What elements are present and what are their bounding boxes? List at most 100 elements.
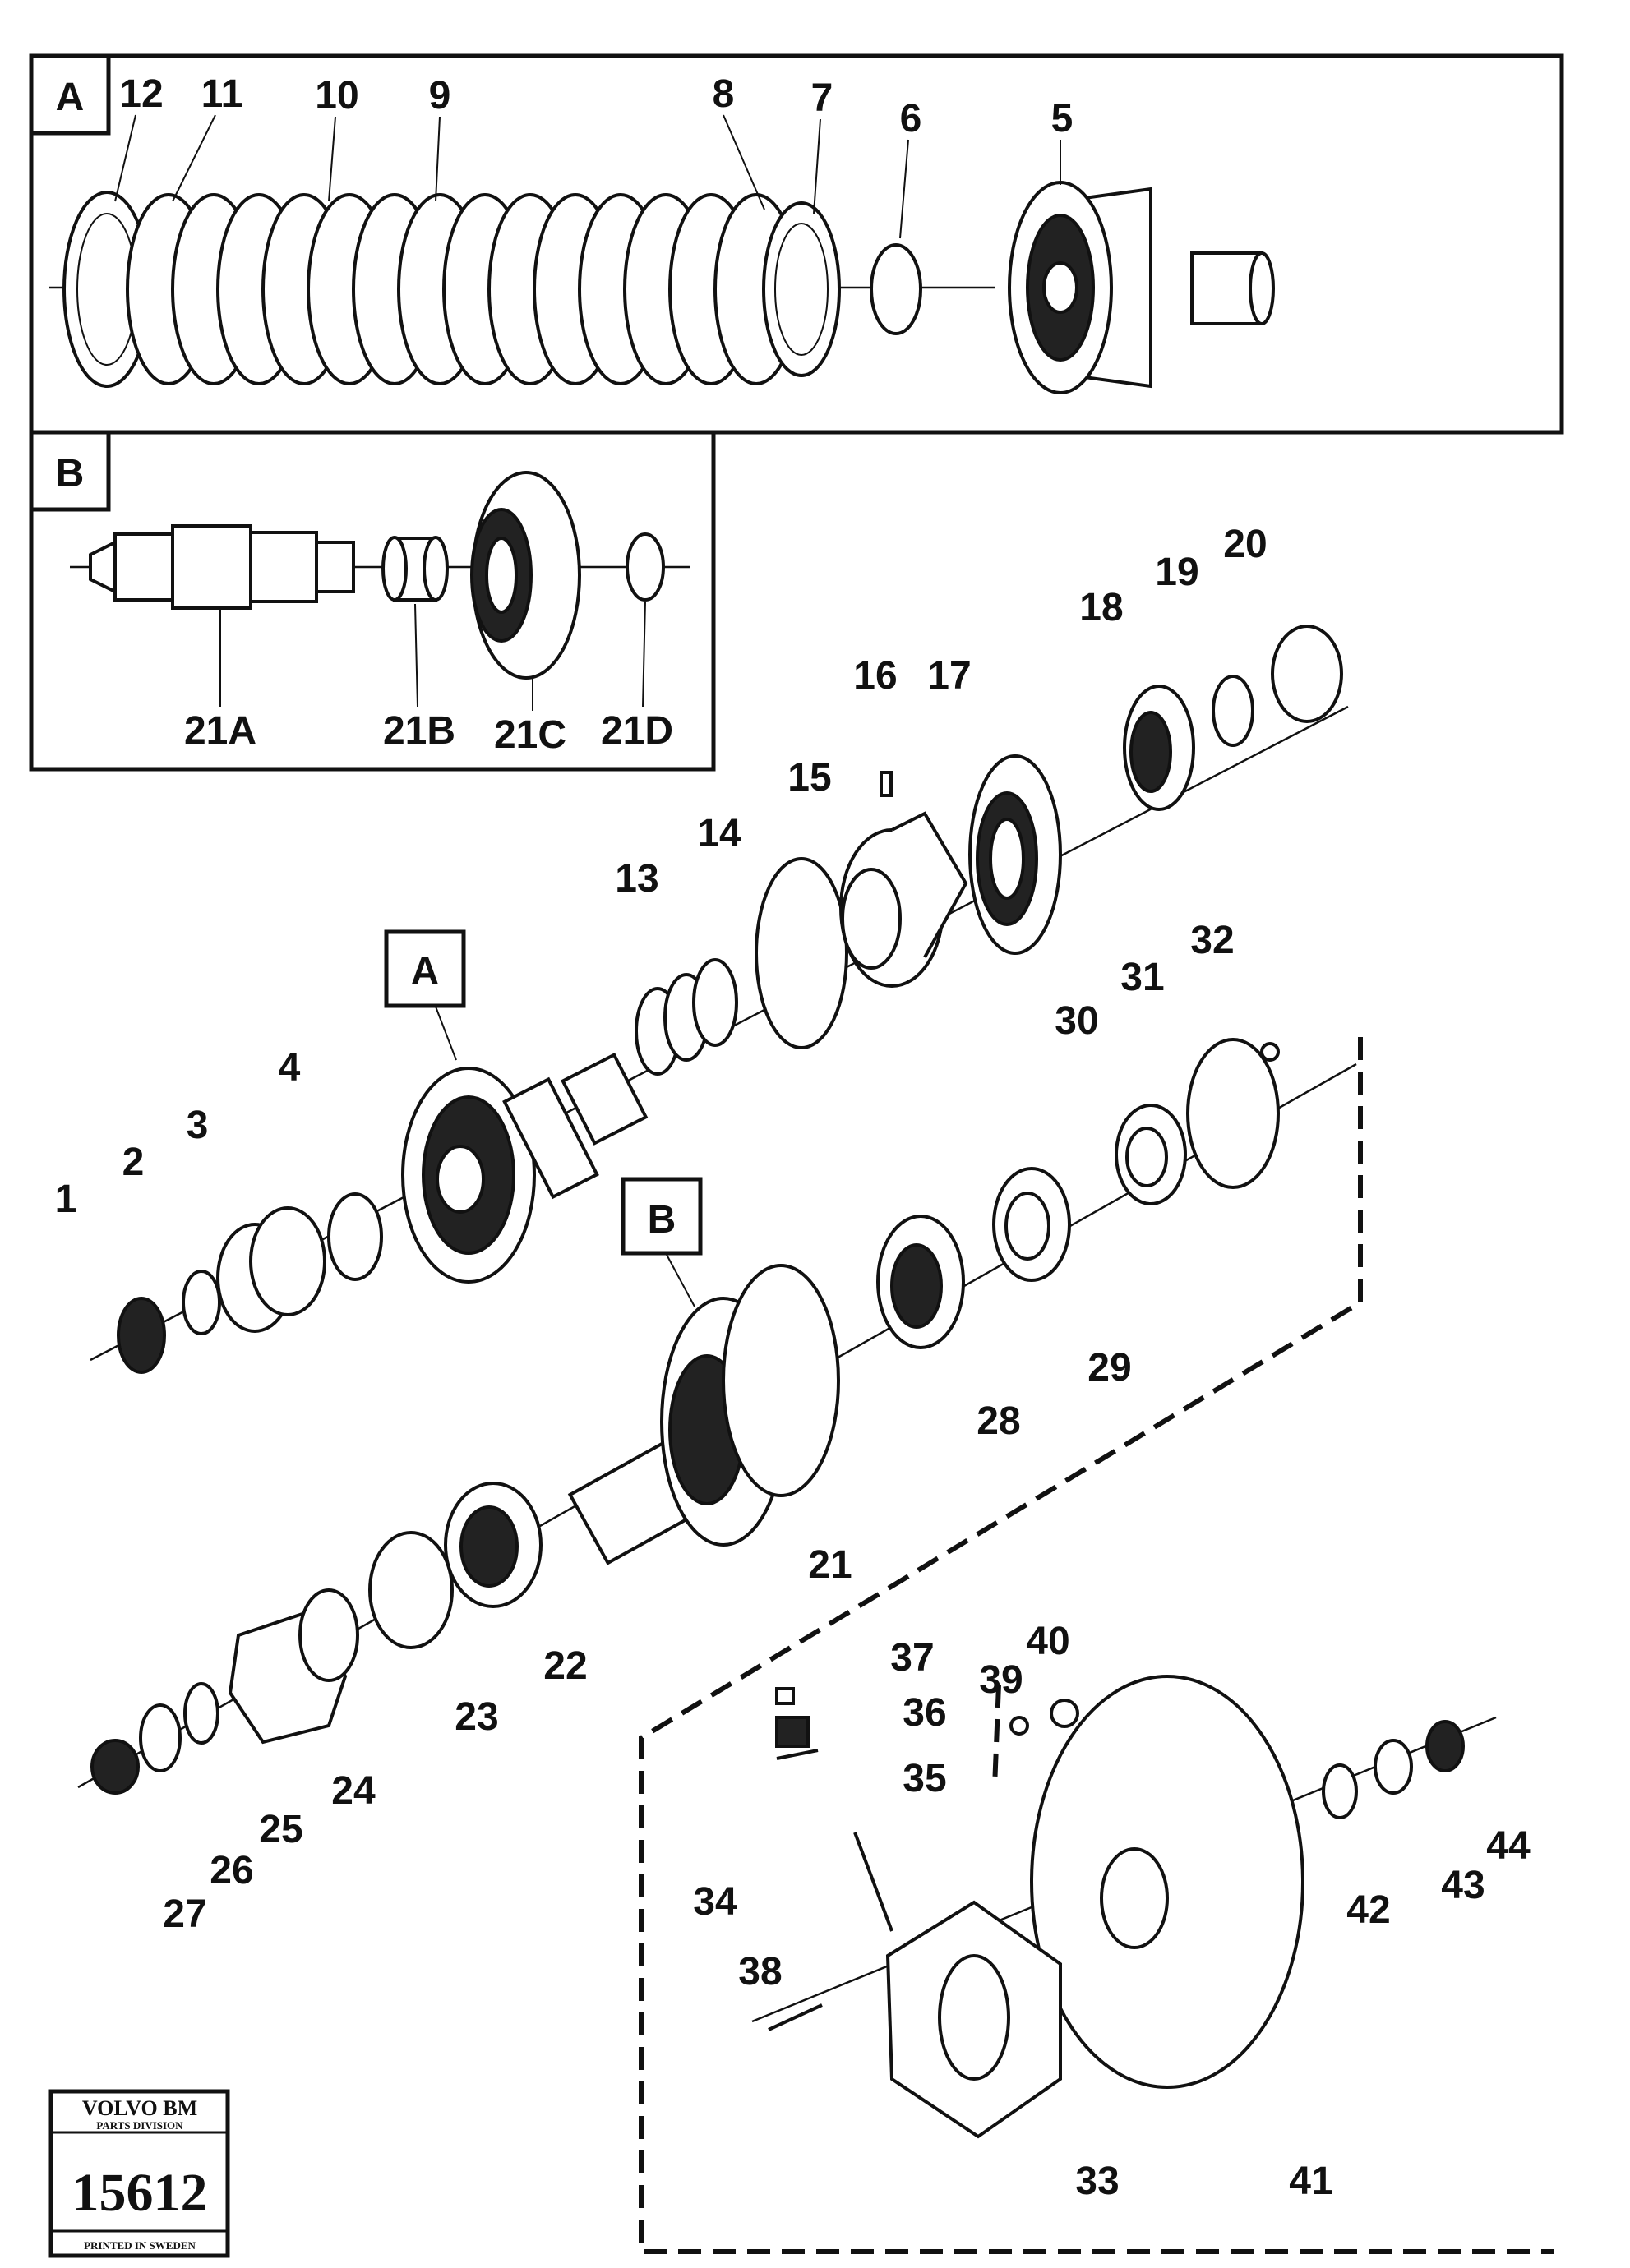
callout-21c: 21C [494, 713, 566, 757]
part-27 [90, 1739, 140, 1795]
clutch-drum-5 [1008, 181, 1275, 394]
callout-16: 16 [853, 654, 897, 698]
part-19 [1212, 675, 1254, 747]
callout-36: 36 [903, 1691, 946, 1735]
shaft-21a [89, 524, 355, 610]
callout-5: 5 [1051, 97, 1074, 141]
callout-9: 9 [429, 74, 451, 118]
callout-6: 6 [900, 97, 922, 141]
callout-8: 8 [713, 72, 735, 116]
part-41 [1030, 1675, 1304, 2089]
callout-29: 29 [1087, 1346, 1131, 1390]
inset-b-callouts: 21A 21B 21C 21D [184, 601, 673, 757]
part-44 [1425, 1720, 1465, 1772]
callout-12: 12 [119, 72, 163, 116]
tag-brand: VOLVO BM [82, 2096, 197, 2120]
callout-20: 20 [1223, 523, 1267, 566]
part-13 [635, 958, 738, 1076]
valve-34-37 [775, 1687, 893, 1932]
callout-14: 14 [697, 812, 741, 855]
callout-18: 18 [1079, 586, 1123, 629]
callout-41: 41 [1289, 2160, 1332, 2203]
inset-b-letter-box [29, 430, 111, 512]
part-28 [876, 1215, 965, 1349]
callout-35: 35 [903, 1757, 946, 1800]
part-23 [368, 1531, 454, 1649]
part-4 [327, 1192, 383, 1281]
part-16 [880, 771, 893, 797]
callout-34: 34 [693, 1880, 737, 1924]
part-22 [444, 1482, 543, 1608]
callout-39: 39 [979, 1658, 1023, 1702]
callout-3: 3 [187, 1104, 209, 1147]
tag-footer: PRINTED IN SWEDEN [84, 2239, 196, 2252]
part-30 [1115, 1104, 1187, 1205]
callout-30: 30 [1055, 999, 1098, 1043]
inset-a-callouts: 12 11 10 9 8 7 6 5 [114, 72, 1074, 239]
callout-37: 37 [890, 1636, 934, 1680]
inset-b-letter: B [56, 452, 85, 496]
housing-dashed-inner [992, 1684, 1001, 1788]
callout-1: 1 [55, 1178, 77, 1221]
inset-a-letter-box [29, 53, 111, 136]
ref-letter-b: B [648, 1198, 676, 1242]
part-20 [1271, 625, 1343, 723]
callout-44: 44 [1486, 1824, 1531, 1868]
part-15 [839, 811, 968, 988]
callout-10: 10 [315, 74, 358, 118]
part-38 [768, 2003, 823, 2031]
part-1 [117, 1297, 166, 1374]
part-32 [1260, 1042, 1280, 1062]
shaft-assembly-b [567, 1264, 840, 1565]
callout-40: 40 [1026, 1620, 1069, 1663]
tag-number: 15612 [72, 2163, 208, 2223]
callout-21b: 21B [383, 709, 455, 753]
callout-4: 4 [279, 1046, 301, 1090]
inset-a-letter: A [56, 76, 85, 119]
part-29 [992, 1167, 1071, 1282]
part-25 [183, 1682, 219, 1745]
clutch-disc-stack [62, 191, 841, 388]
callout-43: 43 [1441, 1864, 1485, 1907]
callout-2: 2 [122, 1141, 145, 1184]
callout-33: 33 [1075, 2160, 1119, 2203]
callout-42: 42 [1346, 1888, 1390, 1932]
housing-dashed-boundary [639, 1037, 1554, 2254]
part-24 [228, 1588, 359, 1745]
tag-division: PARTS DIVISION [96, 2119, 183, 2132]
ref-box-a [384, 929, 466, 1008]
callout-27: 27 [163, 1892, 206, 1936]
inset-b-frame [29, 430, 716, 772]
callout-19: 19 [1155, 551, 1198, 594]
callout-17: 17 [927, 654, 971, 698]
part-39 [1009, 1716, 1029, 1736]
main-assembly: A B 1 2 3 4 13 14 15 16 17 18 19 20 21 2… [55, 523, 1554, 2254]
bearing-21b [381, 536, 449, 602]
callout-21d: 21D [601, 709, 673, 753]
lower-shaft-parts [90, 1038, 1280, 1795]
ref-letter-a: A [411, 950, 440, 993]
part-18 [1123, 685, 1195, 811]
callout-21: 21 [808, 1543, 852, 1587]
main-callouts: 1 2 3 4 13 14 15 16 17 18 19 20 21 22 23… [55, 523, 1531, 2203]
part-42 [1322, 1763, 1358, 1819]
part-33 [885, 1900, 1062, 2139]
callout-7: 7 [811, 76, 833, 120]
upper-shaft-parts [117, 625, 1343, 1374]
inset-a: A [29, 53, 1564, 435]
inset-b: B 21A 21B 21C 21D [29, 430, 716, 772]
callout-22: 22 [543, 1644, 587, 1688]
callout-26: 26 [210, 1849, 253, 1892]
callout-28: 28 [977, 1399, 1020, 1443]
part-14 [755, 857, 848, 1049]
snap-ring-6 [870, 243, 922, 335]
part-17 [968, 754, 1062, 955]
pump-assembly [751, 1675, 1497, 2139]
callout-38: 38 [738, 1950, 782, 1994]
callout-24: 24 [331, 1769, 376, 1813]
part-2 [182, 1270, 221, 1335]
callout-25: 25 [259, 1808, 302, 1851]
inset-a-frame [29, 53, 1564, 435]
ref-box-b [621, 1177, 703, 1256]
